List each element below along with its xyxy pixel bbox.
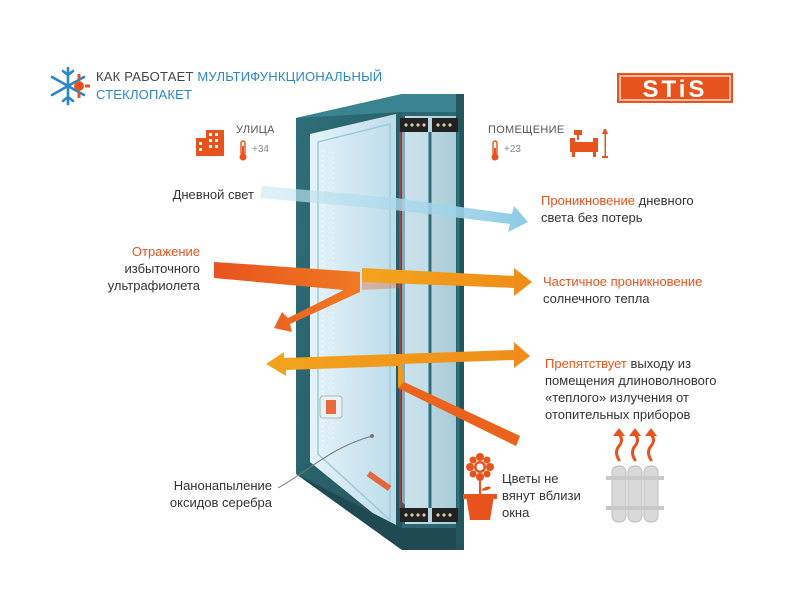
page-title: КАК РАБОТАЕТ МУЛЬТИФУНКЦИОНАЛЬНЫЙ СТЕКЛО… (96, 68, 382, 104)
prevent-rest: выходу из (630, 356, 691, 371)
prevent-label: Препятствует выходу из помещения длиново… (545, 355, 775, 423)
heat-arrows-icon (615, 432, 655, 462)
penetration-accent: Проникновение (541, 193, 636, 208)
prevent-accent: Препятствует (545, 356, 627, 371)
flowers-label: Цветы не вянут вблизи окна (502, 470, 612, 521)
thermometer-icon (239, 140, 247, 161)
outside-temp: +34 (252, 144, 269, 155)
coating-line1: Нанонапыление (173, 478, 272, 493)
title-accent: МУЛЬТИФУНКЦИОНАЛЬНЫЙ (197, 69, 383, 84)
title-accent-line2: СТЕКЛОПАКЕТ (96, 87, 193, 102)
coating-label: Нанонапыление оксидов серебра (120, 477, 272, 511)
partial-accent: Частичное проникновение (543, 274, 703, 289)
flowers-line3: окна (502, 505, 530, 520)
flower-icon (463, 453, 497, 520)
penetration-label: Проникновение дневного света без потерь (541, 192, 761, 226)
prevent-line4: отопительных приборов (545, 407, 691, 422)
longwave-beam (266, 342, 530, 446)
coating-badge (319, 395, 343, 419)
partial-line2: солнечного тепла (543, 291, 650, 306)
thermometer-icon (491, 140, 499, 161)
radiator-icon (606, 465, 664, 523)
flowers-line2: вянут вблизи (502, 488, 581, 503)
logo-text: STiS (643, 76, 708, 103)
reflection-line3: ультрафиолета (107, 278, 200, 293)
stis-logo: STiS (617, 73, 733, 103)
prevent-line3: «теплого» излучения от (545, 390, 689, 405)
partial-heat-label: Частичное проникновение солнечного тепла (543, 273, 763, 307)
spacer-bottom (400, 508, 458, 522)
prevent-line2: помещения длиноволнового (545, 373, 717, 388)
coating-pointer-line (277, 435, 373, 489)
inside-temp: +23 (504, 144, 521, 155)
penetration-line2: света без потерь (541, 210, 643, 225)
reflection-accent: Отражение (131, 244, 200, 259)
coating-line2: оксидов серебра (169, 495, 272, 510)
reflection-line2: избыточного (124, 261, 201, 276)
snowflake-sun-icon (50, 66, 90, 106)
spacer-top (400, 118, 458, 132)
inside-label: ПОМЕЩЕНИЕ (488, 124, 565, 136)
reflection-label: Отражение избыточного ультрафиолета (70, 243, 200, 294)
building-icon (196, 130, 224, 156)
flowers-line1: Цветы не (502, 471, 559, 486)
penetration-rest: дневного (638, 193, 694, 208)
daylight-label: Дневной свет (172, 187, 254, 202)
daylight-beam (260, 186, 528, 232)
solar-heat-beam (362, 268, 532, 296)
room-furniture-icon (570, 129, 608, 158)
outside-label: УЛИЦА (236, 124, 275, 136)
title-plain: КАК РАБОТАЕТ (96, 69, 194, 84)
